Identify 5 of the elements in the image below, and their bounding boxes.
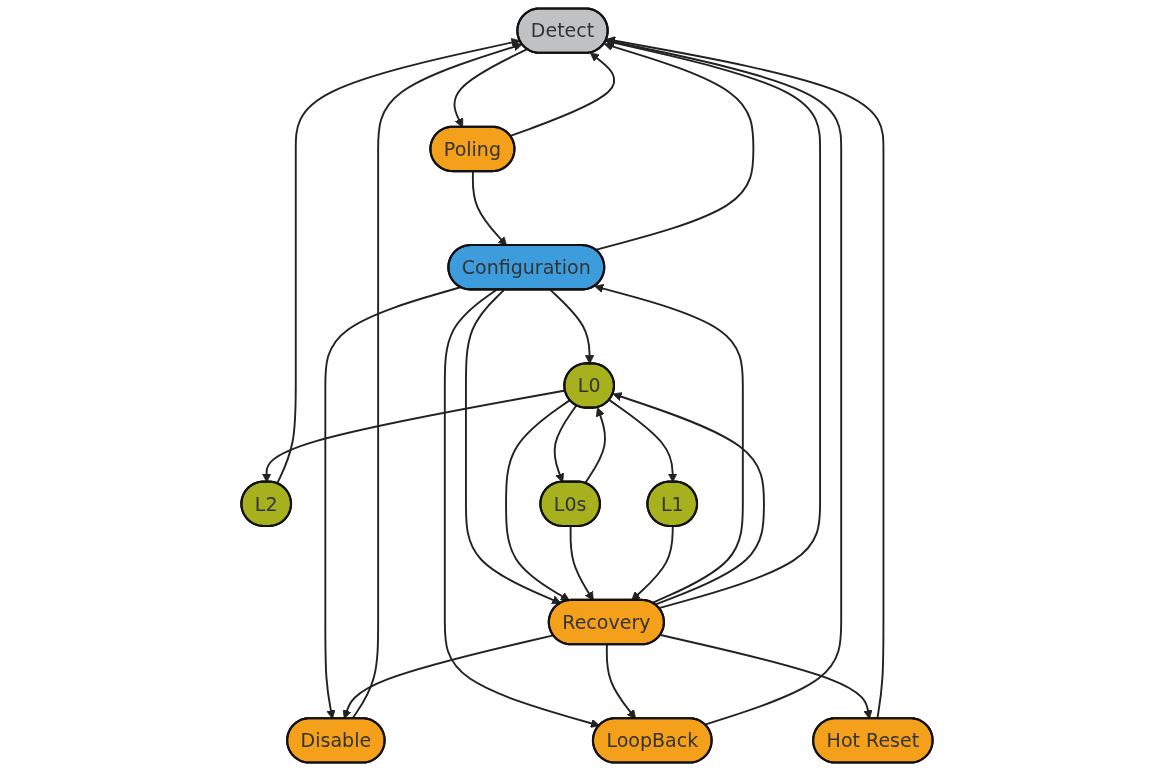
arrow bbox=[509, 52, 616, 137]
arrow bbox=[505, 399, 571, 601]
arrow bbox=[594, 284, 744, 604]
arrow bbox=[612, 392, 765, 606]
arrow bbox=[594, 41, 755, 251]
